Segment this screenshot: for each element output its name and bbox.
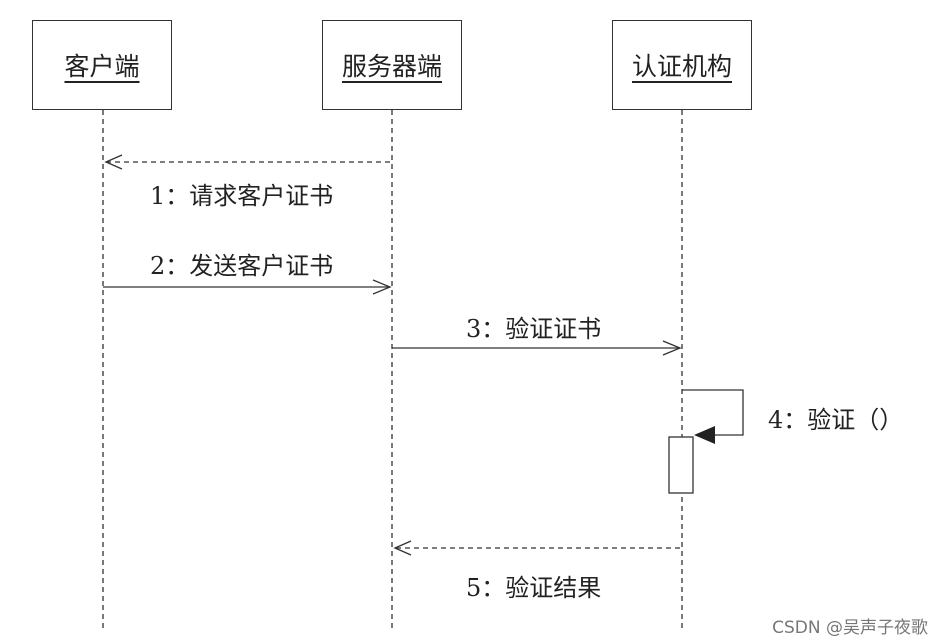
watermark: CSDN @吴声子夜歌 — [772, 618, 928, 638]
message-3-arrow — [392, 340, 682, 356]
message-4-label: 4：验证（） — [768, 406, 904, 434]
lifeline-header-ca: 认证机构 — [612, 20, 752, 110]
lifeline-label-client: 客户端 — [64, 52, 140, 81]
message-1-arrow — [104, 154, 390, 170]
message-2-arrow — [103, 279, 392, 295]
message-5-arrow — [393, 540, 680, 556]
activation-bar — [668, 436, 694, 494]
lifeline-header-server: 服务器端 — [322, 20, 462, 110]
lifeline-label-ca: 认证机构 — [631, 52, 732, 81]
lifeline-label-server: 服务器端 — [341, 52, 442, 81]
message-4-self-arrow — [682, 389, 744, 444]
message-5-label: 5：验证结果 — [466, 574, 602, 602]
lifeline-header-client: 客户端 — [32, 20, 172, 110]
message-3-label: 3：验证证书 — [466, 315, 602, 343]
message-1-label: 1：请求客户证书 — [150, 182, 334, 210]
message-2-label: 2：发送客户证书 — [150, 252, 334, 280]
